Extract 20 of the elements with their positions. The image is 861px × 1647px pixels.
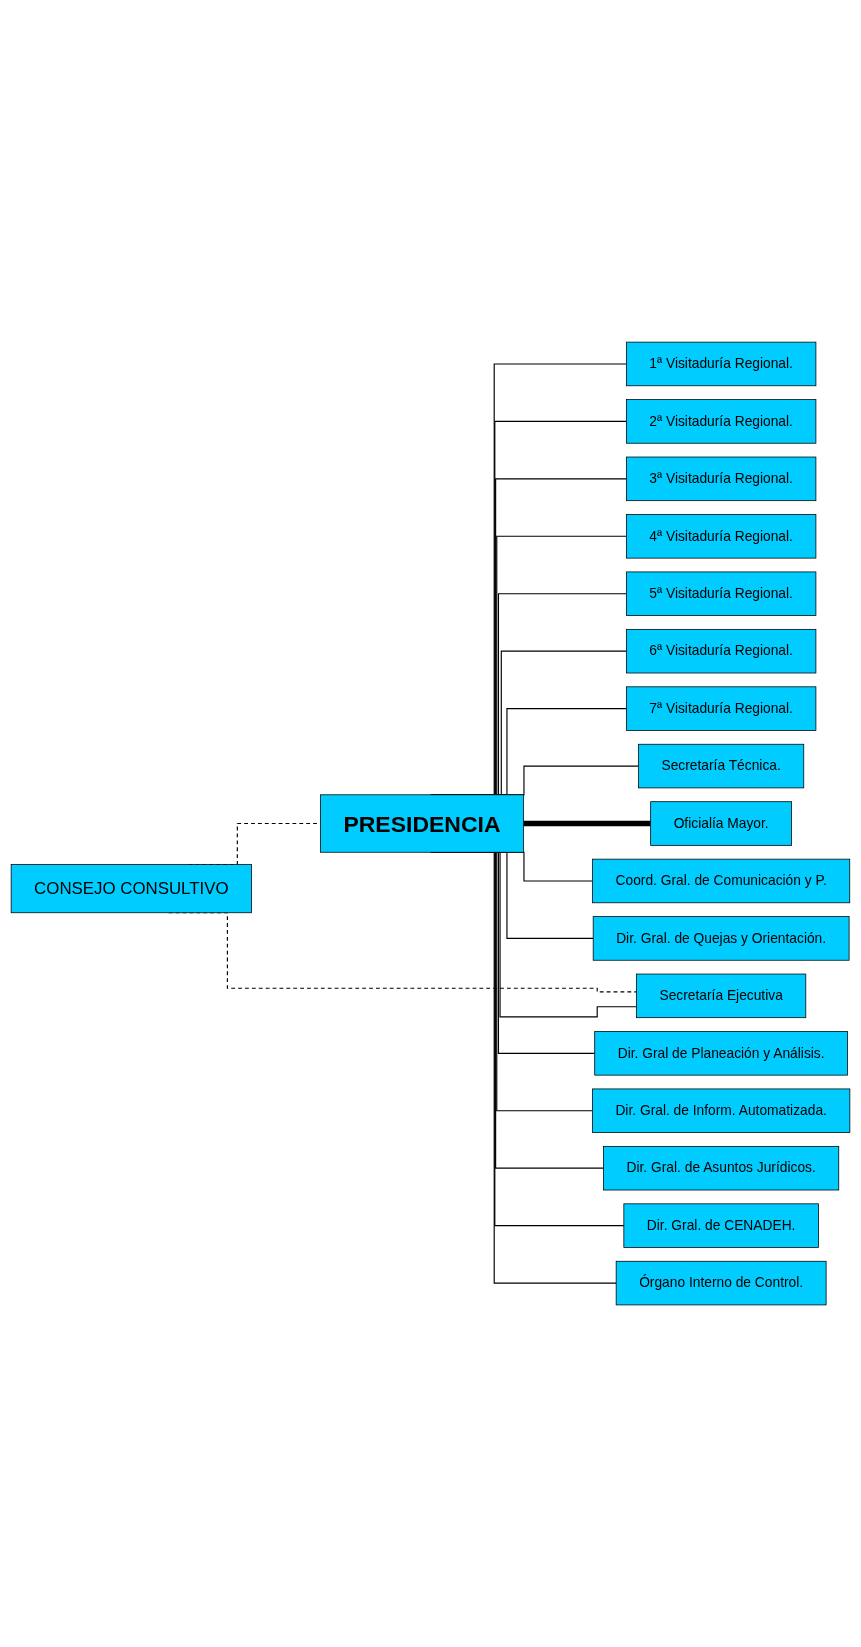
node-box: CONSEJO CONSULTIVO [10, 864, 252, 914]
node-box: 6ª Visitaduría Regional. [626, 628, 817, 674]
node-box: 7ª Visitaduría Regional. [626, 686, 817, 731]
node-box: 1ª Visitaduría Regional. [626, 341, 817, 387]
node-box: 3ª Visitaduría Regional. [626, 456, 817, 502]
node-box: PRESIDENCIA [320, 794, 524, 853]
node-box: Coord. Gral. de Comunicación y P. [592, 858, 851, 904]
node-box: Dir. Gral. de Asuntos Jurídicos. [603, 1145, 840, 1191]
node-box: Dir. Gral de Planeación y Análisis. [594, 1031, 848, 1076]
connector [523, 820, 651, 827]
node-box: Oficialía Mayor. [650, 801, 792, 846]
node-box: 4ª Visitaduría Regional. [626, 514, 817, 559]
node-box: Órgano Interno de Control. [615, 1260, 827, 1306]
node-box: Dir. Gral. de Quejas y Orientación. [592, 916, 850, 961]
node-box: Dir. Gral. de Inform. Automatizada. [592, 1088, 851, 1133]
node-box: Secretaría Técnica. [638, 743, 805, 789]
node-box: 2ª Visitaduría Regional. [626, 399, 817, 444]
node-box: Secretaría Ejecutiva [636, 973, 807, 1019]
node-box: Dir. Gral. de CENADEH. [623, 1203, 819, 1248]
node-box: 5ª Visitaduría Regional. [626, 571, 817, 616]
